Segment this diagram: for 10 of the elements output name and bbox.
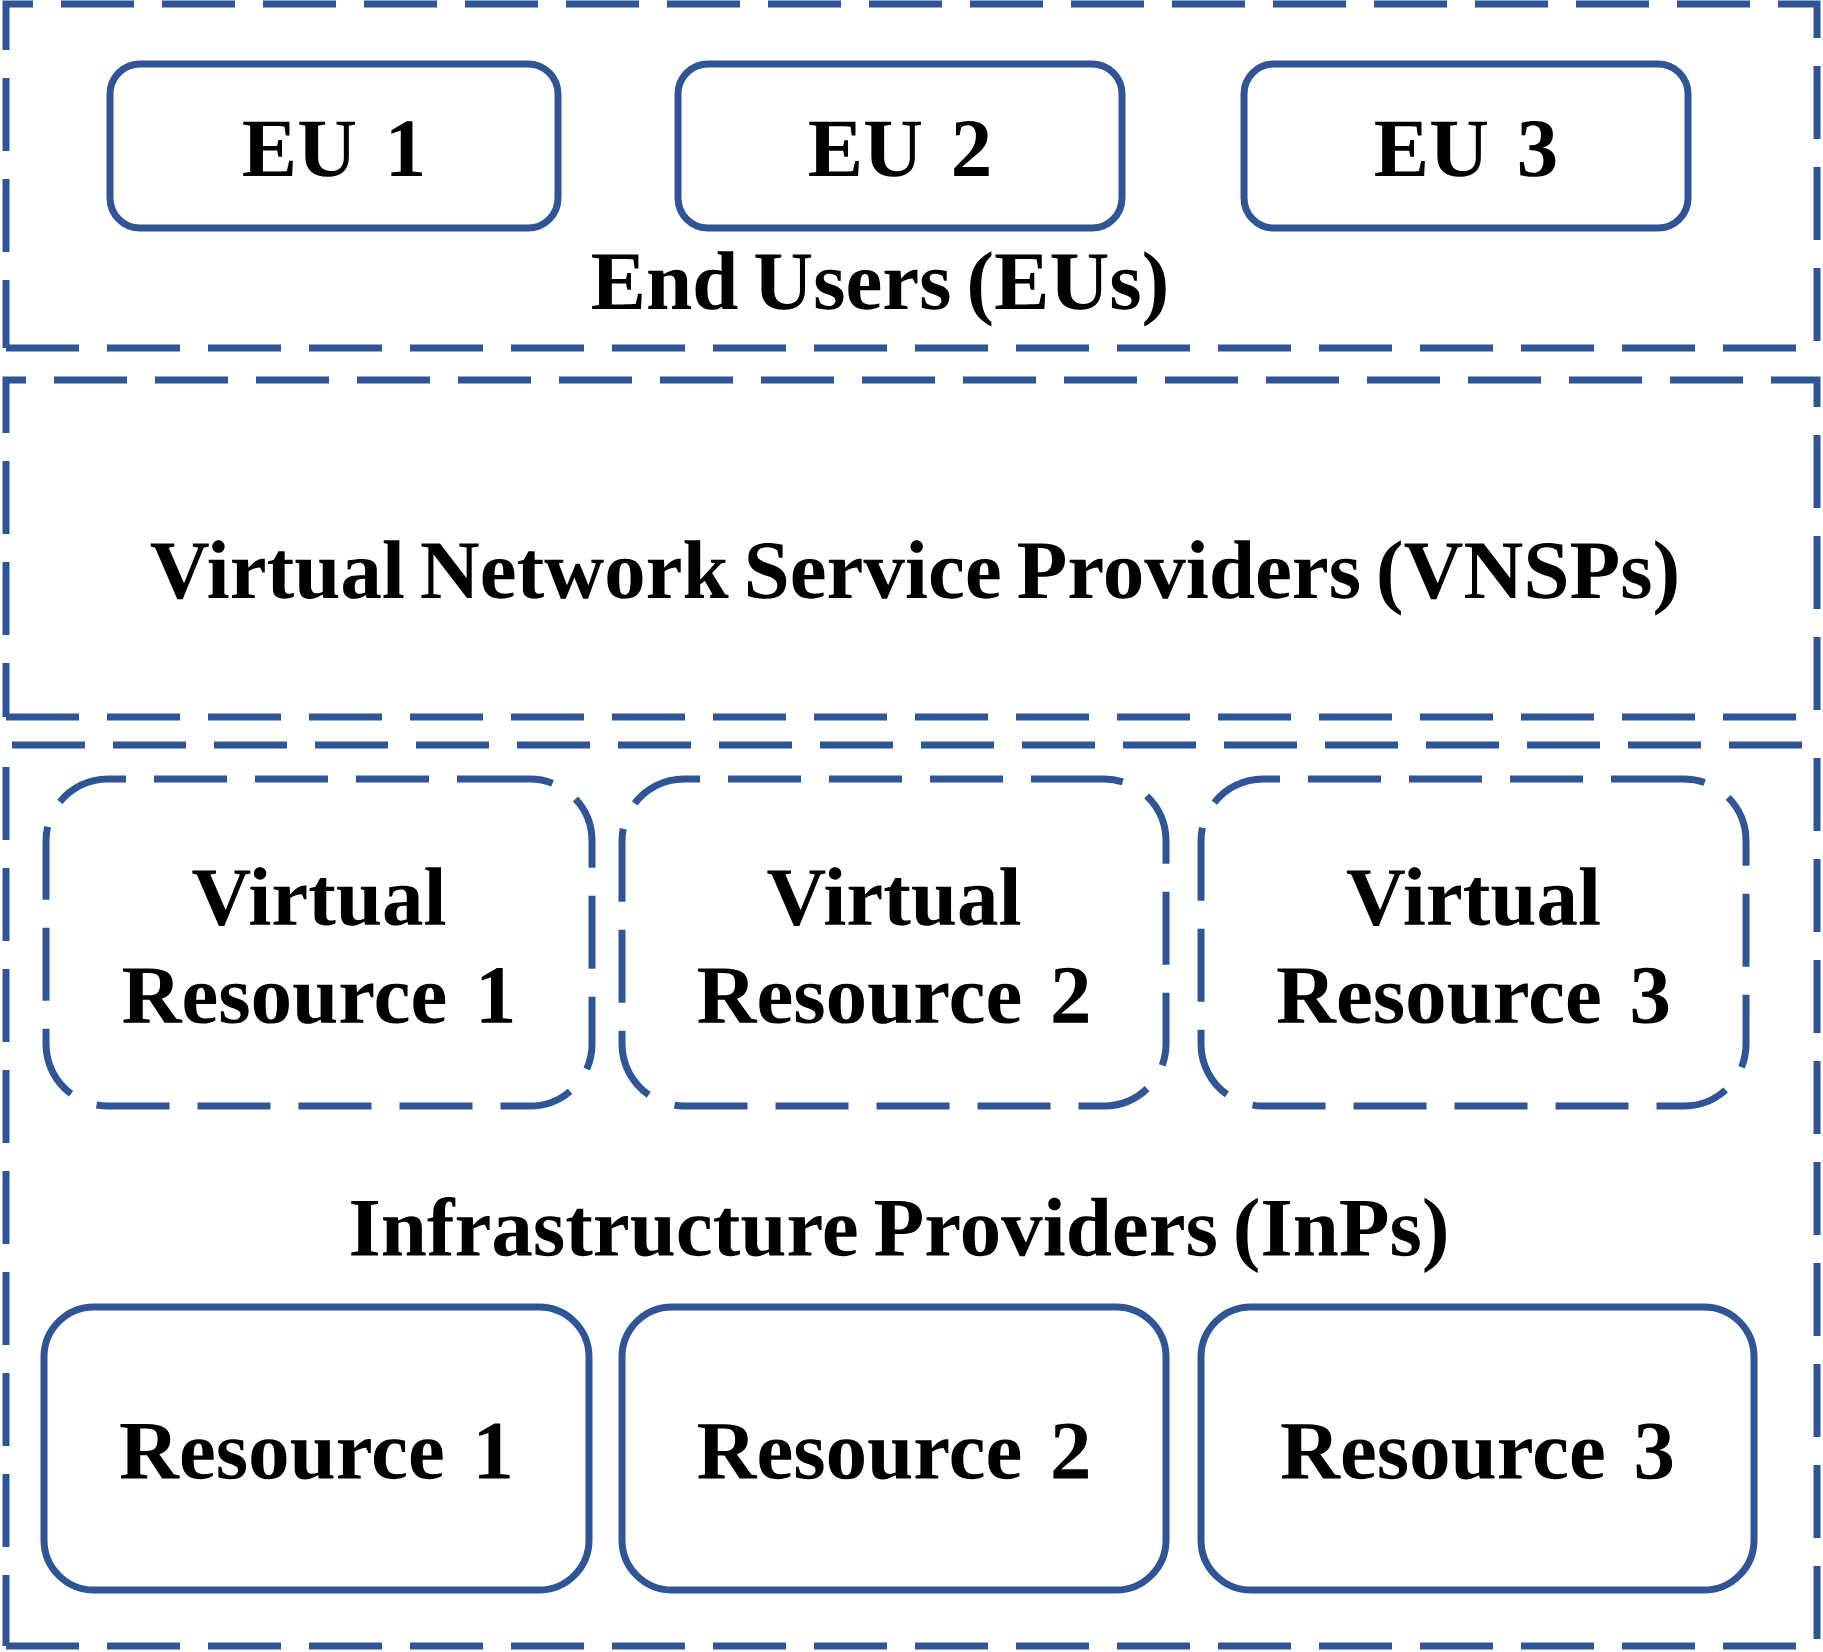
user-box: EU 2 <box>674 60 1126 232</box>
virtual-resource-box: Virtual Resource 1 <box>42 775 596 1110</box>
resource-box: Resource 2 <box>618 1303 1170 1594</box>
virtual-resource-box: Virtual Resource 2 <box>618 775 1170 1110</box>
virtual-resource-box: Virtual Resource 3 <box>1197 775 1750 1110</box>
resource-box: Resource 1 <box>40 1303 593 1594</box>
layer-frame: Virtual Network Service Providers (VNSPs) <box>2 376 1821 721</box>
user-box: EU 1 <box>106 60 562 232</box>
resource-box: Resource 3 <box>1197 1303 1758 1594</box>
user-box: EU 3 <box>1240 60 1692 232</box>
